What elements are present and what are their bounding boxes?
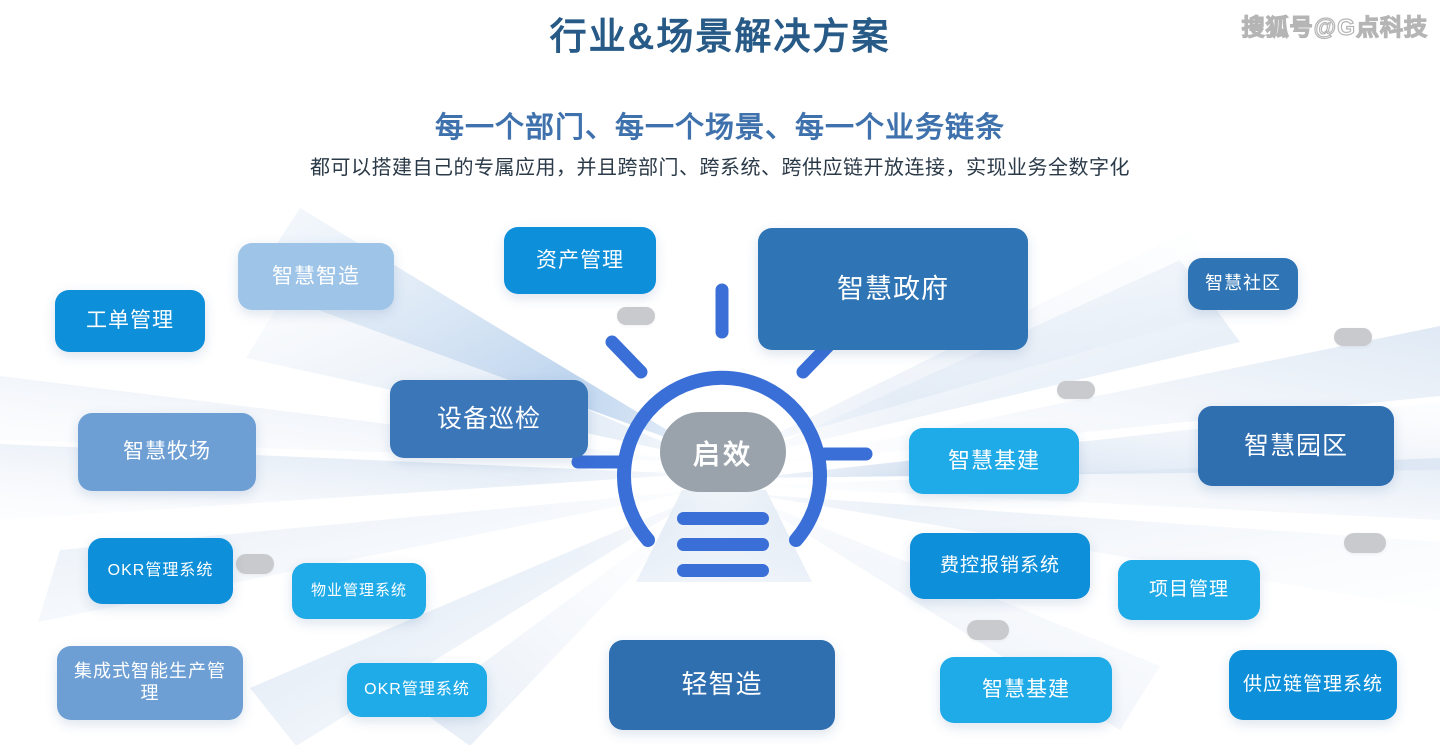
solution-node[interactable]: 集成式智能生产管理 (57, 646, 243, 720)
solution-node[interactable]: 智慧智造 (238, 243, 394, 310)
decorative-pill (617, 307, 655, 325)
decorative-pill (1344, 533, 1386, 553)
subtitle: 每一个部门、每一个场景、每一个业务链条 (434, 112, 1005, 144)
watermark-label: 搜狐号@G点科技 (1241, 13, 1428, 40)
decorative-pill (1057, 381, 1095, 399)
solution-node[interactable]: 智慧社区 (1188, 258, 1298, 310)
solution-node[interactable]: 轻智造 (609, 640, 835, 730)
solution-node[interactable]: 工单管理 (55, 290, 205, 352)
center-label: 启效 (693, 439, 753, 470)
solution-node[interactable]: 智慧基建 (909, 428, 1079, 494)
solution-node[interactable]: 费控报销系统 (910, 533, 1090, 599)
solution-node[interactable]: 供应链管理系统 (1229, 650, 1397, 720)
solution-node[interactable]: 项目管理 (1118, 560, 1260, 620)
solution-node[interactable]: 资产管理 (504, 227, 656, 294)
subtitle-description: 都可以搭建自己的专属应用，并且跨部门、跨系统、跨供应链开放连接，实现业务全数字化 (310, 157, 1130, 179)
decorative-pill (236, 554, 274, 574)
decorative-pill (967, 620, 1009, 640)
solution-node[interactable]: 设备巡检 (390, 380, 588, 458)
solution-node[interactable]: 智慧牧场 (78, 413, 256, 491)
solution-node[interactable]: 智慧园区 (1198, 406, 1394, 486)
solution-node[interactable]: 物业管理系统 (292, 563, 426, 619)
solution-node[interactable]: 智慧基建 (940, 657, 1112, 723)
solution-map-diagram: 启效 工单管理智慧智造 资产管理 智慧政府 智慧社区智慧牧场 设备巡检智慧基建 智慧园区 O… (0, 190, 1440, 745)
decorative-pill (1334, 328, 1372, 346)
solution-node[interactable]: 智慧政府 (758, 228, 1028, 350)
solution-node[interactable]: OKR管理系统 (88, 538, 233, 604)
solution-node[interactable]: OKR管理系统 (347, 663, 487, 717)
page-title: 行业&场景解决方案 (549, 16, 891, 57)
